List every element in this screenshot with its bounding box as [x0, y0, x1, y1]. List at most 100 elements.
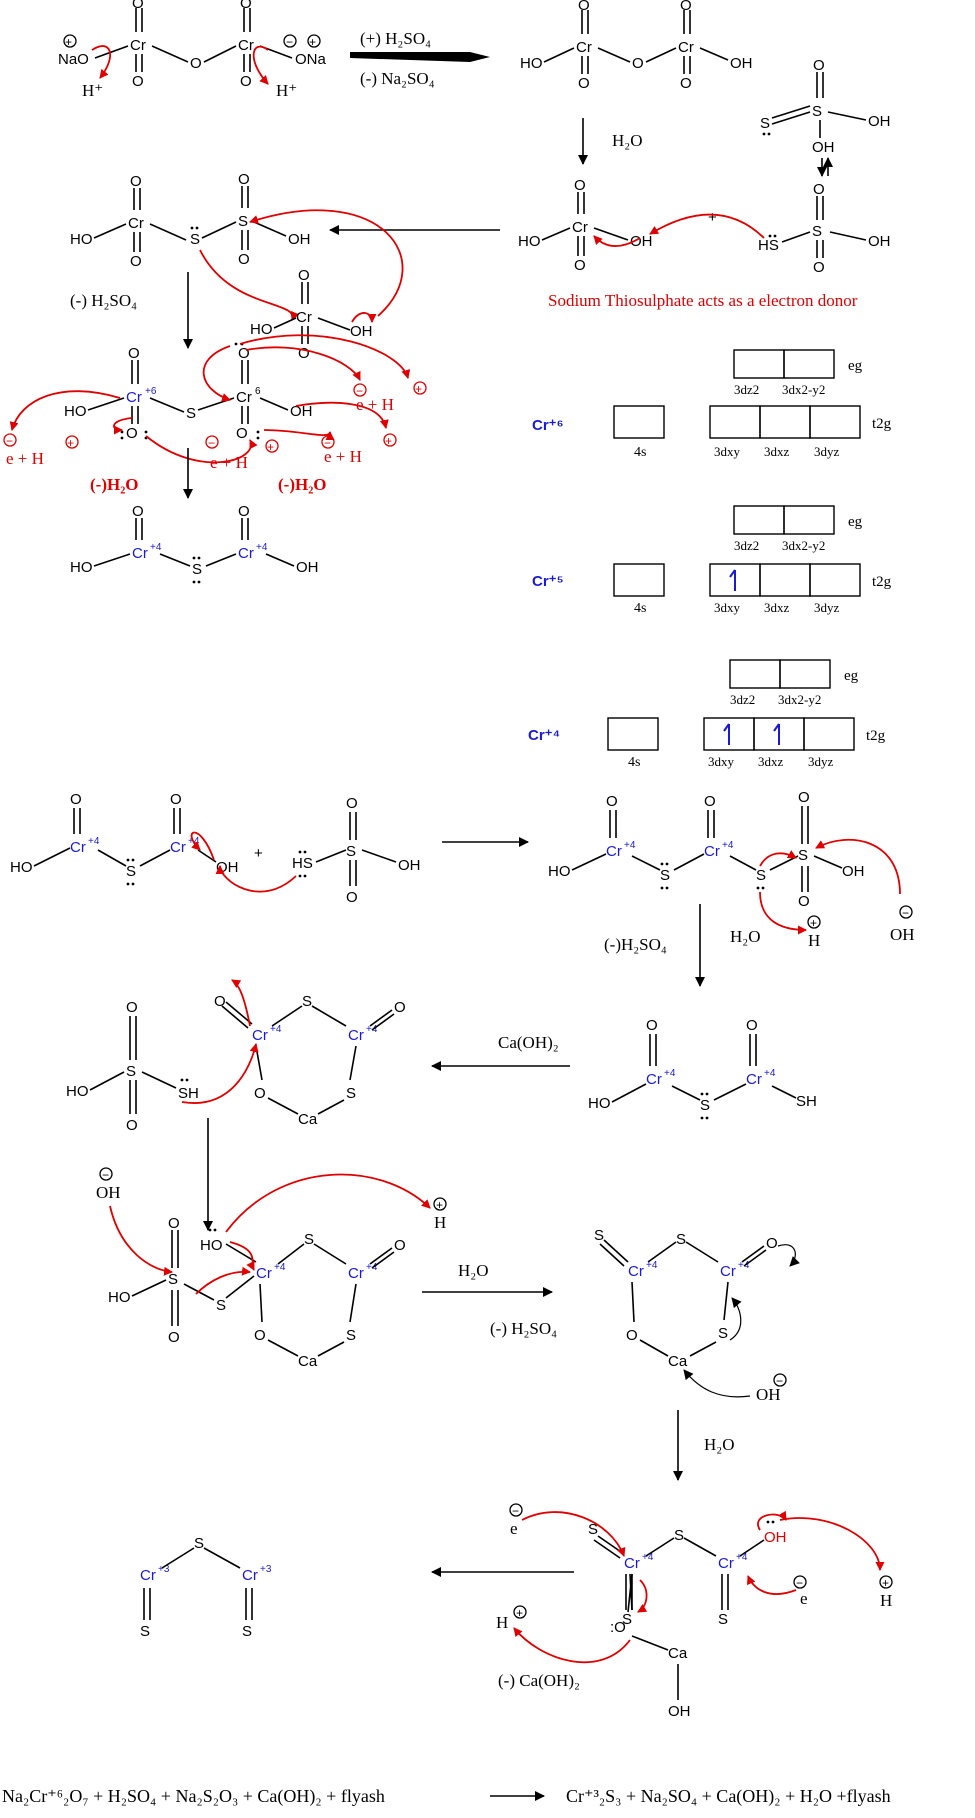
svg-text:O: O	[798, 789, 810, 806]
svg-text:Cr: Cr	[296, 309, 312, 326]
calcium-ring-complex: HO S O O SH O Cr+4 S Cr+4 O O S Ca	[66, 979, 406, 1134]
svg-text:−: −	[776, 1374, 783, 1388]
svg-text:Cr: Cr	[348, 1265, 364, 1282]
svg-text:e + H: e + H	[324, 447, 362, 466]
cr4-sulfide-bridged: HO Cr+4 O S Cr+4 O OH	[70, 503, 319, 584]
sodium-dichromate: + NaO Cr O O O Cr O O ONa − + H⁺ H⁺	[58, 0, 327, 100]
reagent-water-1: H₂O	[612, 131, 642, 150]
svg-text:O: O	[214, 993, 226, 1010]
svg-text:e + H: e + H	[356, 395, 394, 414]
svg-text:S: S	[190, 231, 200, 248]
orbital-diagram-cr5: Cr⁺⁵ 4s eg 3dz2 3dx2-y2 t2g 3dxy 3dxz 3d…	[532, 505, 892, 616]
svg-text:HO: HO	[548, 863, 571, 880]
spin-up-electron	[723, 723, 730, 745]
svg-text:O: O	[254, 1085, 266, 1102]
svg-text:Cr: Cr	[348, 1027, 364, 1044]
svg-text:+: +	[415, 382, 422, 396]
svg-text:S: S	[302, 993, 312, 1010]
svg-text:S: S	[700, 1097, 710, 1114]
orbital-diagram-cr4: Cr⁺⁴ 4s eg 3dz2 3dx2-y2 t2g 3dxy 3dxz 3d…	[528, 659, 886, 770]
svg-text:OH: OH	[398, 857, 421, 874]
svg-text:+4: +4	[256, 542, 268, 553]
svg-text:HO: HO	[200, 1237, 223, 1254]
svg-text:O: O	[298, 345, 310, 362]
svg-text:O: O	[132, 503, 144, 520]
svg-text:HS: HS	[758, 237, 779, 254]
svg-text:+: +	[267, 440, 274, 454]
svg-text:O: O	[70, 791, 82, 808]
orb-dx2y2: 3dx2-y2	[778, 692, 821, 707]
svg-text:OH: OH	[296, 559, 319, 576]
minus-water-2: (-)H₂O	[278, 475, 327, 494]
svg-text:S: S	[674, 1527, 684, 1544]
hydroxide-attack-complex: − OH HO S O O S HO Cr+4 S Cr+4 O O S Ca …	[96, 1167, 447, 1370]
svg-text:O: O	[606, 793, 618, 810]
svg-text:H₂O: H₂O	[730, 927, 760, 946]
orb-dxy: 3dxy	[714, 444, 741, 459]
svg-text:Cr: Cr	[576, 39, 592, 56]
svg-text:O: O	[680, 75, 692, 92]
svg-text:NaO: NaO	[58, 51, 89, 68]
svg-text:+: +	[65, 35, 72, 49]
equation-lhs: Na₂Cr⁺⁶₂O₇ + H₂SO₄ + Na₂S₂O₃ + Ca(OH)₂ +…	[2, 1786, 385, 1807]
orb-dxz: 3dxz	[758, 754, 784, 769]
reagent-remove-h2so4-5: (-) H₂SO₄	[490, 1319, 557, 1338]
svg-text:Cr: Cr	[646, 1071, 662, 1088]
svg-text:S: S	[346, 1327, 356, 1344]
svg-text:S: S	[304, 1231, 314, 1248]
svg-text:e + H: e + H	[6, 449, 44, 468]
svg-text:HO: HO	[108, 1289, 131, 1306]
eg-label: eg	[848, 514, 863, 530]
svg-text:O: O	[680, 0, 692, 14]
svg-text:+4: +4	[642, 1552, 654, 1563]
svg-text:Cr: Cr	[238, 37, 254, 54]
svg-text:OH: OH	[288, 231, 311, 248]
orb-dxy: 3dxy	[708, 754, 735, 769]
svg-text:OH: OH	[842, 863, 865, 880]
svg-text:S: S	[126, 863, 136, 880]
svg-text:S: S	[216, 1297, 226, 1314]
svg-text:OH: OH	[96, 1183, 121, 1202]
cr4-thiosulfate-adduct: HO Cr+4 O S Cr+4 O S S O O OH H₂O + H − …	[548, 789, 915, 950]
ion-label-cr5: Cr⁺⁵	[532, 573, 564, 590]
svg-text:S: S	[760, 115, 770, 132]
svg-text:−: −	[208, 436, 215, 450]
s-orbital-label: 4s	[634, 601, 646, 616]
spin-up-electron	[773, 723, 780, 745]
reagent-remove-caoh2: (-) Ca(OH)₂	[498, 1671, 580, 1690]
svg-text:Cr: Cr	[720, 1263, 736, 1280]
svg-text:HO: HO	[518, 233, 541, 250]
svg-text:O: O	[170, 791, 182, 808]
svg-text:S: S	[140, 1623, 150, 1640]
orb-dxz: 3dxz	[764, 600, 790, 615]
svg-text:S: S	[718, 1325, 728, 1342]
svg-text:S: S	[812, 223, 822, 240]
svg-text:O: O	[190, 55, 202, 72]
svg-text:+: +	[810, 916, 817, 930]
svg-text:S: S	[192, 561, 202, 578]
orb-dyz: 3dyz	[814, 444, 840, 459]
orb-dxz: 3dxz	[764, 444, 790, 459]
reagent-remove-na2so4: (-) Na₂SO₄	[360, 69, 435, 88]
svg-text:ONa: ONa	[295, 51, 327, 68]
svg-text:H⁺: H⁺	[276, 81, 297, 100]
svg-text:S: S	[812, 103, 822, 120]
svg-text:O: O	[240, 0, 252, 12]
t2g-label: t2g	[866, 728, 886, 744]
svg-text::O: :O	[610, 1619, 626, 1636]
svg-text:+3: +3	[260, 1564, 272, 1575]
svg-text:O: O	[130, 253, 142, 270]
svg-text:Cr: Cr	[242, 1567, 258, 1584]
svg-text:Cr: Cr	[704, 843, 720, 860]
svg-text:O: O	[298, 267, 310, 284]
svg-text:+: +	[67, 436, 74, 450]
svg-text:O: O	[813, 57, 825, 74]
svg-text:S: S	[756, 867, 766, 884]
svg-text:Cr: Cr	[628, 1263, 644, 1280]
reagent-water-6: H₂O	[704, 1435, 734, 1454]
svg-text:−: −	[286, 35, 293, 49]
svg-text:Ca: Ca	[668, 1353, 688, 1370]
overall-equation: Na₂Cr⁺⁶₂O₇ + H₂SO₄ + Na₂S₂O₃ + Ca(OH)₂ +…	[2, 1786, 891, 1807]
orb-dyz: 3dyz	[814, 600, 840, 615]
svg-text:S: S	[588, 1521, 598, 1538]
